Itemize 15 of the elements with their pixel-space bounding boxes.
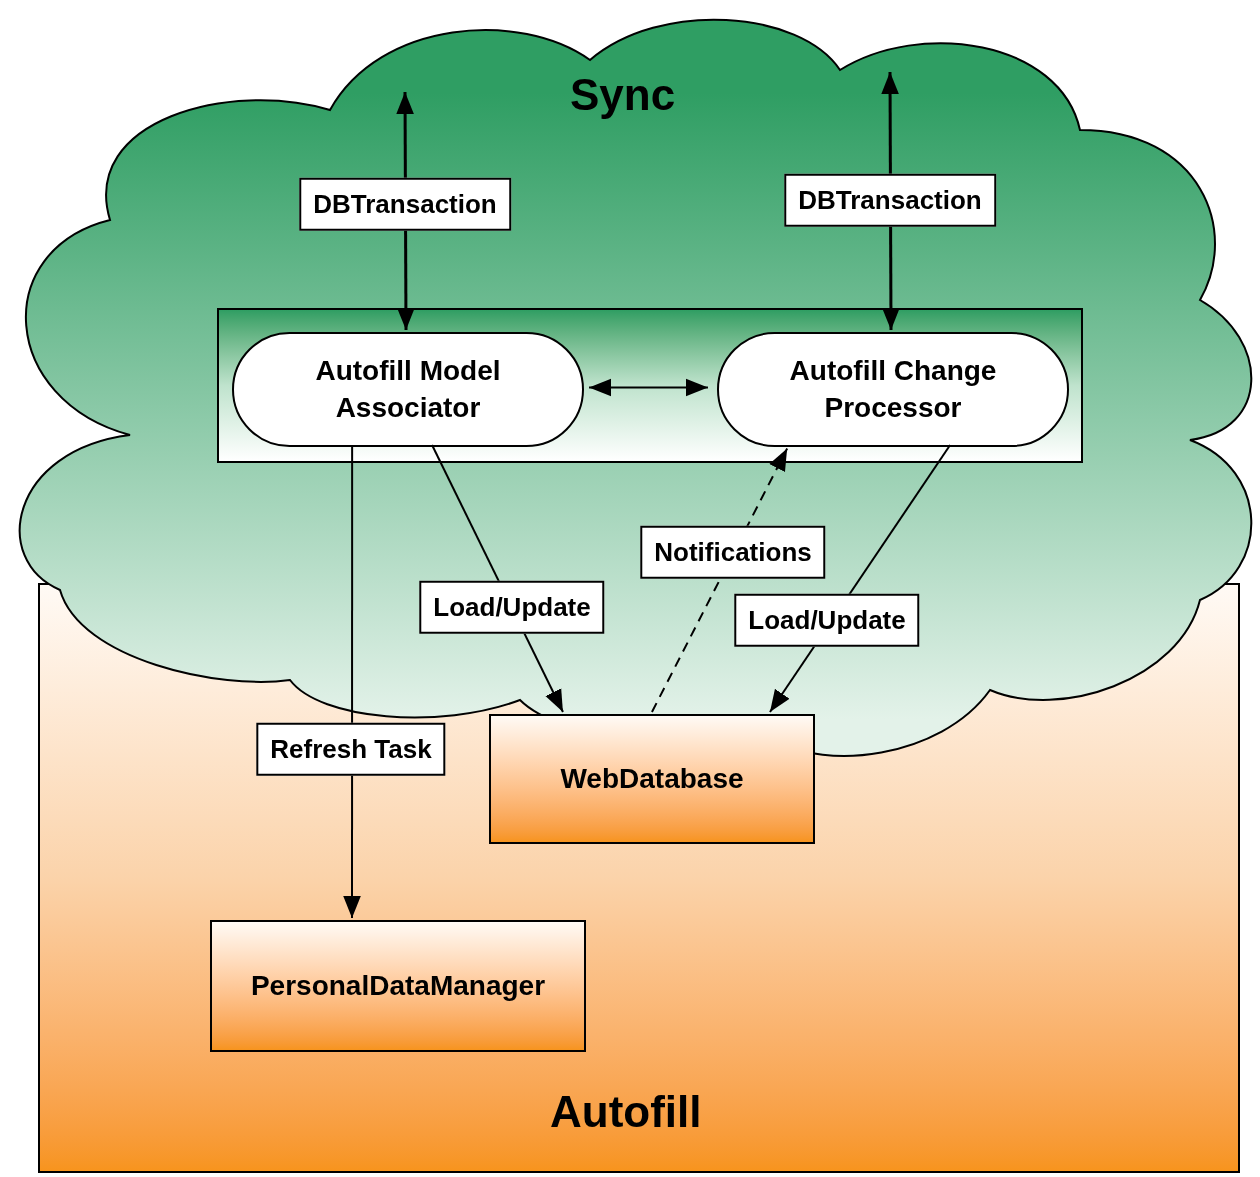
- process-pill: Autofill Change Processor: [717, 332, 1069, 447]
- process-pill: Autofill Model Associator: [232, 332, 584, 447]
- edge-label: Load/Update: [734, 593, 920, 647]
- edge-label: Refresh Task: [256, 722, 446, 776]
- arrow: [343, 444, 361, 919]
- component-box: PersonalDataManager: [210, 920, 586, 1052]
- edge-label: Load/Update: [419, 580, 605, 634]
- region-title: Autofill: [550, 1086, 702, 1138]
- edge-label: DBTransaction: [784, 173, 996, 227]
- edge-label: DBTransaction: [299, 177, 511, 231]
- component-box: WebDatabase: [489, 714, 815, 844]
- edge-label: Notifications: [640, 525, 826, 579]
- group-panel: [217, 308, 1083, 463]
- cloud-title: Sync: [570, 69, 676, 121]
- arrow: [588, 378, 709, 397]
